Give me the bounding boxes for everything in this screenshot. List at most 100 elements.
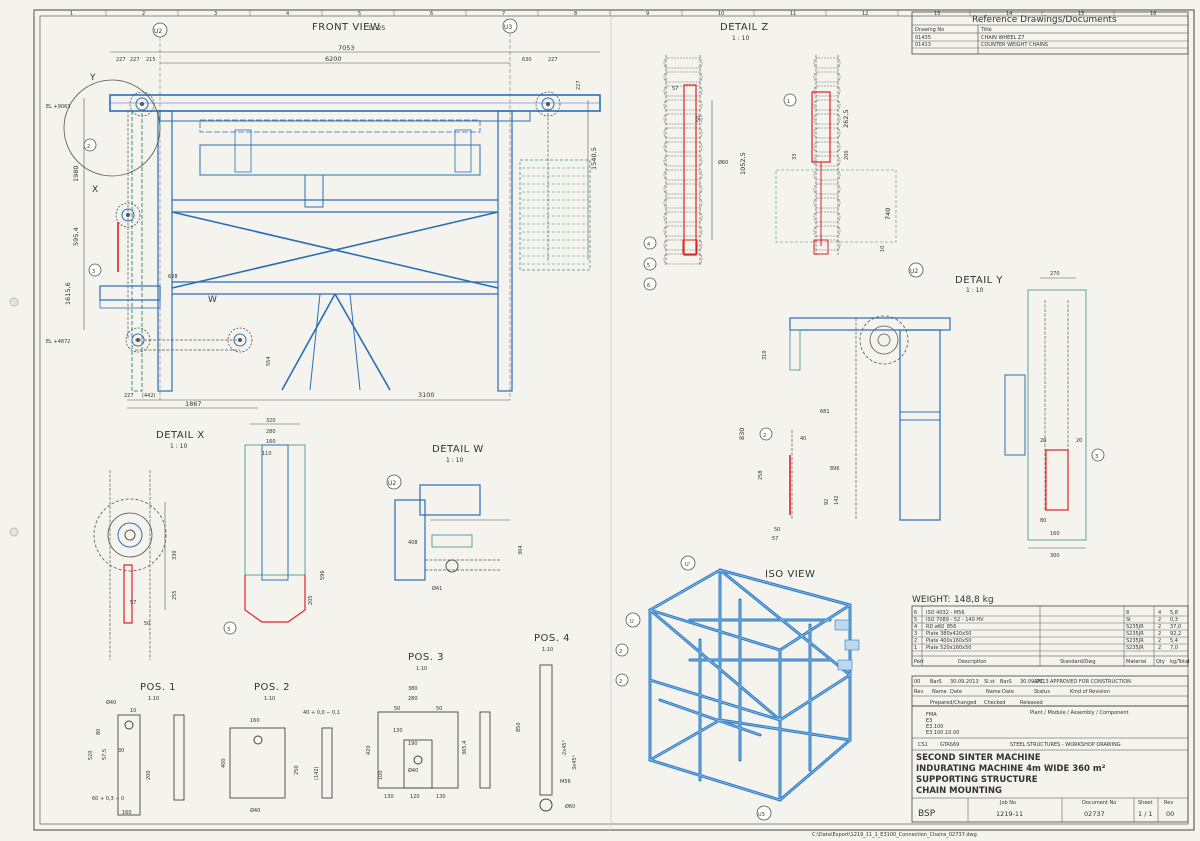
tb-line3: SUPPORTING STRUCTURE xyxy=(916,775,1038,785)
pos2-title: POS. 2 xyxy=(254,682,290,693)
pos3-d4: 50 xyxy=(436,706,442,712)
pos3-d13: 130 xyxy=(436,794,446,800)
detail-z-scale: 1 : 10 xyxy=(732,35,749,42)
front-view-title: FRONT VIEW xyxy=(312,22,380,33)
tb-line1: SECOND SINTER MACHINE xyxy=(916,753,1041,763)
detail-z-title: DETAIL Z xyxy=(720,22,769,33)
revision-cell: 00 xyxy=(914,679,920,685)
dz-33: 33 xyxy=(792,154,798,160)
iso-view: ISO VIEW U' U U3 2 2 xyxy=(615,555,860,821)
grid-label-u2: U2 xyxy=(154,28,162,35)
detail-w-title: DETAIL W xyxy=(432,444,484,455)
tb-module: E3 xyxy=(926,718,932,724)
dy-40: 40 xyxy=(800,436,806,442)
dim-1540: 1540,5 xyxy=(590,147,598,170)
parts-cell: 5,8 xyxy=(1170,610,1178,616)
parts-h-std: Standard/Dwg xyxy=(1060,659,1096,665)
tb-line2: INDURATING MACHINE 4m WIDE 360 m² xyxy=(916,764,1106,774)
pos3-scale: 1:10 xyxy=(416,666,427,672)
pos-3: POS. 3 1:10 380 280 50 50 420 100 190 13… xyxy=(366,652,491,800)
tb-dept: CS1 xyxy=(918,742,928,748)
dim-628: 628 xyxy=(168,274,178,280)
iso-grid-u2: U xyxy=(630,619,634,625)
parts-cell: 2 xyxy=(1158,645,1161,651)
dw-408: 408 xyxy=(408,540,418,546)
pos1-scale: 1:10 xyxy=(148,696,159,702)
ref-header-drawing: Drawing No xyxy=(915,27,944,33)
revision-cell: 30.09.2013 xyxy=(950,679,979,685)
parts-cell: 2 xyxy=(1158,631,1161,637)
pos4-d4: M56 xyxy=(560,779,571,785)
balloon-3-x: 3 xyxy=(227,627,230,633)
revision-cell: AFC xyxy=(1034,679,1044,685)
dx-280: 280 xyxy=(266,429,276,435)
balloon-3-iso: 2 xyxy=(619,679,622,685)
dy-300: 300 xyxy=(1050,553,1060,559)
parts-cell: 2 xyxy=(914,638,917,644)
dz-50: 50 xyxy=(696,116,702,122)
dw-dia41: Ø41 xyxy=(432,585,442,592)
parts-cell: 2 xyxy=(1158,638,1161,644)
pos3-d7: 190 xyxy=(408,741,418,747)
revision-header: Kind of Revision xyxy=(1070,689,1110,695)
parts-cell: 1 xyxy=(914,645,917,651)
tb-rev-label: Rev xyxy=(1164,800,1173,806)
balloon-1: 1 xyxy=(787,99,790,105)
tb-sheet-label: Sheet xyxy=(1138,800,1152,806)
pos-1: POS. 1 1:10 Ø40 10 80 57,5 520 30 200 60… xyxy=(88,682,185,816)
dz-dia60: Ø60 xyxy=(718,159,728,166)
pos3-title: POS. 3 xyxy=(408,652,444,663)
pos3-d6: 100 xyxy=(378,770,384,780)
parts-cell: 7,0 xyxy=(1170,645,1178,651)
revision-header: Name xyxy=(986,689,1001,695)
parts-h-qty: Qty xyxy=(1156,659,1165,665)
pos4-d5: Ø60 xyxy=(565,803,575,810)
parts-cell: 5 xyxy=(914,617,917,623)
parts-cell: 4 xyxy=(1158,610,1161,616)
pos2-d2: 40 + 0,0 − 0,1 xyxy=(303,710,340,716)
dx-110: 110 xyxy=(262,451,272,457)
detail-x-scale: 1 : 10 xyxy=(170,443,187,450)
parts-cell: 2 xyxy=(1158,624,1161,630)
pos2-d3: 400 xyxy=(221,758,227,768)
zone-number: 9 xyxy=(646,11,649,17)
rev-group-1: Prepared/Changed xyxy=(930,700,976,706)
pos3-d9: Ø40 xyxy=(408,767,418,774)
zone-number: 15 xyxy=(1078,11,1084,17)
dim-215: 215 xyxy=(146,57,156,63)
tb-sheet: 1 / 1 xyxy=(1138,810,1153,818)
pos-2: POS. 2 1:10 160 40 + 0,0 − 0,1 400 250 (… xyxy=(221,682,340,814)
rev-group-3: Released xyxy=(1020,700,1043,706)
parts-cell: 6 xyxy=(914,610,917,616)
parts-cell: S235JR xyxy=(1126,631,1144,637)
revision-cell: BarS xyxy=(930,679,942,685)
balloon-2-iso: 2 xyxy=(619,649,622,655)
pos4-d2: 2x45° xyxy=(562,739,568,755)
dw-304: 304 xyxy=(518,545,524,555)
revision-cell: Sl.st xyxy=(984,679,995,685)
detail-y-grid: U2 xyxy=(910,268,918,275)
weight-label: WEIGHT: xyxy=(912,595,951,605)
parts-cell: S235JR xyxy=(1126,645,1144,651)
label-w: W xyxy=(208,295,217,305)
pos3-d8: 130 xyxy=(393,728,403,734)
dim-227d: 227 xyxy=(576,80,582,90)
tb-rev: 00 xyxy=(1166,810,1174,818)
detail-w: DETAIL W 1 : 10 U2 408 304 Ø41 xyxy=(386,444,524,592)
parts-cell: Plate 520x160x50 xyxy=(926,645,971,651)
revision-header: Date xyxy=(950,689,962,695)
parts-cell: 92,2 xyxy=(1170,631,1181,637)
pos1-d3: 80 xyxy=(96,729,102,735)
dy-270: 270 xyxy=(1050,271,1060,277)
sheet-border xyxy=(33,9,1195,831)
balloon-5: 5 xyxy=(647,263,650,269)
dy-258: 258 xyxy=(758,470,764,480)
dz-262: 262,5 xyxy=(842,109,850,128)
ref-row2-title: COUNTER WEIGHT CHAINS xyxy=(981,42,1048,48)
dx-255: 255 xyxy=(172,590,178,600)
dim-3100: 3100 xyxy=(418,391,435,399)
dy-160: 160 xyxy=(1050,531,1060,537)
